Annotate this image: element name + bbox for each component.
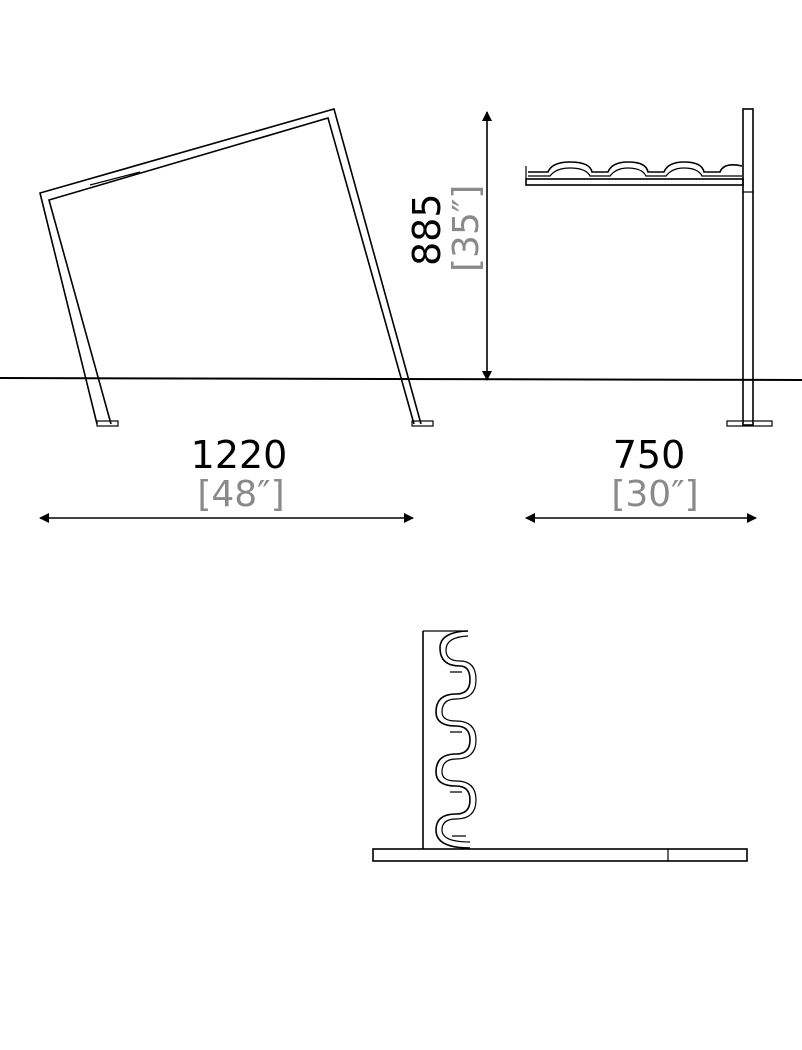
top-base-board — [372, 848, 748, 862]
depth-dimension: 750 [30″] — [525, 433, 757, 523]
height-dimension-inch-label: [35″] — [446, 185, 487, 272]
height-inch: [35″] — [446, 185, 487, 272]
base-plate-left — [96, 420, 119, 427]
depth-inch: [30″] — [611, 474, 698, 515]
rack-wave-inner — [528, 167, 742, 177]
frame-highlight — [89, 171, 141, 186]
width-dimension: 1220 [48″] — [39, 433, 414, 523]
base-plate-right — [411, 420, 434, 427]
serpentine-inner — [441, 635, 477, 843]
side-view — [525, 108, 773, 427]
side-base-plate — [726, 420, 773, 427]
width-inch: [48″] — [197, 474, 284, 515]
height-dimension-label: 885 — [405, 193, 449, 266]
shelf-bar — [525, 178, 744, 186]
height-mm: 885 — [405, 193, 449, 266]
frame-inner — [48, 117, 415, 425]
width-mm: 1220 — [191, 433, 288, 477]
serpentine-outer — [435, 630, 471, 849]
frame-outer — [39, 108, 422, 425]
top-view — [372, 630, 748, 862]
rack-wave — [528, 161, 743, 173]
front-view — [39, 108, 434, 427]
side-post — [742, 108, 754, 426]
serpentine-detail — [450, 671, 466, 837]
depth-mm: 750 — [613, 433, 686, 477]
